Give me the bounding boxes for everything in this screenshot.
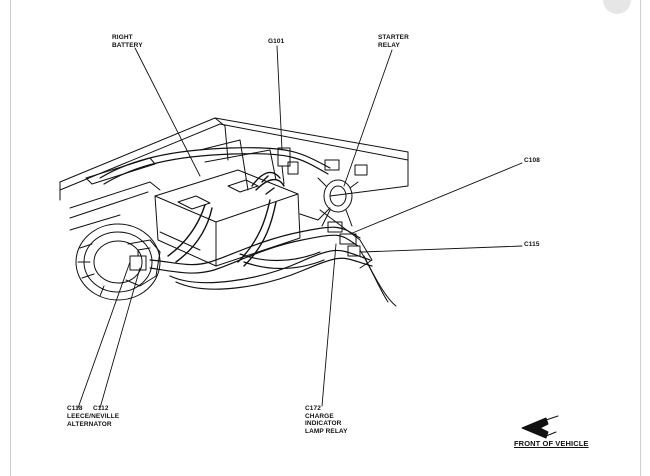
battery-cables xyxy=(167,171,285,267)
label-c108: C108 xyxy=(524,157,540,164)
wiring-harness xyxy=(99,147,373,290)
leader-c108 xyxy=(349,162,523,235)
leader-c172 xyxy=(321,243,337,407)
starter-relay xyxy=(317,177,359,227)
label-c172: C172 CHARGE INDICATOR LAMP RELAY xyxy=(305,405,348,435)
label-c118: C118 xyxy=(67,405,83,412)
alternator xyxy=(75,223,161,301)
label-starter-relay: STARTER RELAY xyxy=(378,34,409,49)
leader-starter-relay xyxy=(343,49,393,187)
label-alternator: LEECE/NEVILLE ALTERNATOR xyxy=(67,413,120,428)
label-c112: C112 xyxy=(93,405,109,412)
leader-c118 xyxy=(77,261,131,409)
frame-right-border xyxy=(640,0,641,476)
leader-right-battery xyxy=(134,47,201,177)
leader-lines xyxy=(77,45,523,409)
right-connectors xyxy=(299,207,397,307)
label-right-battery: RIGHT BATTERY xyxy=(112,34,143,49)
firewall-outline xyxy=(59,117,409,201)
corner-control[interactable] xyxy=(603,0,631,14)
battery xyxy=(154,169,301,267)
leader-c115 xyxy=(361,245,523,253)
radiator-support xyxy=(69,157,161,231)
label-front-of-vehicle: FRONT OF VEHICLE xyxy=(514,439,589,448)
g101-ground xyxy=(277,147,299,185)
leader-g101 xyxy=(276,45,283,151)
frame-left-border xyxy=(10,0,11,476)
front-arrow-icon xyxy=(521,415,559,439)
label-g101: G101 xyxy=(268,38,285,45)
label-c115: C115 xyxy=(524,241,540,248)
leader-c112 xyxy=(99,267,141,409)
